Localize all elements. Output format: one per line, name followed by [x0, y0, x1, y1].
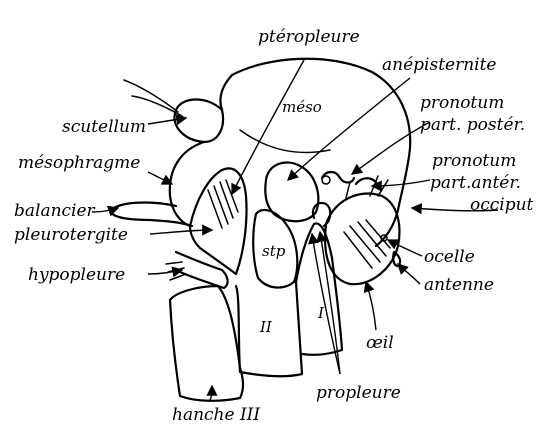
ptr-scutellum	[148, 118, 186, 124]
ptr-pronotum-anter	[372, 180, 430, 186]
label-pteropleure: ptéropleure	[258, 27, 360, 47]
labels: ptéropleure anépisternite méso pronotum …	[14, 27, 534, 425]
ptr-mesophragme	[148, 172, 172, 184]
head-outline	[325, 194, 399, 285]
label-pronotum-poster-2: part. postér.	[420, 115, 525, 135]
label-pleurotergite: pleurotergite	[14, 225, 128, 245]
label-mesophragme: mésophragme	[18, 153, 140, 173]
pleurotergite-hatch	[208, 180, 238, 228]
label-balancier: balancier	[14, 201, 96, 221]
antenna-outline	[393, 252, 400, 266]
label-oeil: œil	[366, 333, 394, 353]
ptr-antenne	[398, 264, 420, 284]
label-pronotum-poster-1: pronotum	[420, 93, 504, 113]
ptr-pleurotergite	[150, 230, 212, 234]
label-meso: méso	[282, 98, 322, 116]
ptr-anepisternite	[288, 78, 410, 180]
label-pronotum-anter-2: part.antér.	[430, 173, 521, 193]
pronotum-poster-outline	[322, 172, 354, 183]
ptr-pronotum-poster	[352, 122, 430, 174]
label-stp: stp	[262, 242, 286, 260]
hanche-III-outline	[170, 286, 243, 401]
scutellar-bristles	[124, 80, 182, 116]
eye-hatch	[344, 220, 390, 268]
pronotum-spot	[322, 176, 330, 184]
hypopleure-outline	[176, 252, 228, 288]
label-pronotum-anter-1: pronotum	[432, 151, 516, 171]
label-hypopleure: hypopleure	[28, 265, 125, 285]
label-antenne: antenne	[424, 275, 494, 295]
mesonotum-outline	[232, 59, 410, 246]
label-hanche: hanche III	[172, 405, 260, 425]
label-coxa-II: II	[259, 318, 273, 336]
pleurotergite-outline	[190, 168, 247, 274]
label-scutellum: scutellum	[62, 117, 146, 137]
label-ocelle: ocelle	[424, 247, 475, 267]
label-coxa-I: I	[317, 304, 325, 322]
mesophragme-outline	[170, 142, 204, 226]
balancier-outline	[111, 203, 192, 226]
meso-inner-line	[240, 130, 330, 153]
ptr-balancier	[92, 208, 118, 212]
label-occiput: occiput	[470, 195, 534, 215]
ptr-oeil	[366, 282, 376, 330]
mesonotum-front-edge	[220, 75, 232, 110]
ptr-hypopleure	[148, 270, 182, 274]
label-anepisternite: anépisternite	[382, 55, 496, 75]
ptr-hanche	[210, 386, 212, 400]
label-propleure: propleure	[316, 383, 401, 403]
scutellum-outline	[174, 100, 223, 143]
